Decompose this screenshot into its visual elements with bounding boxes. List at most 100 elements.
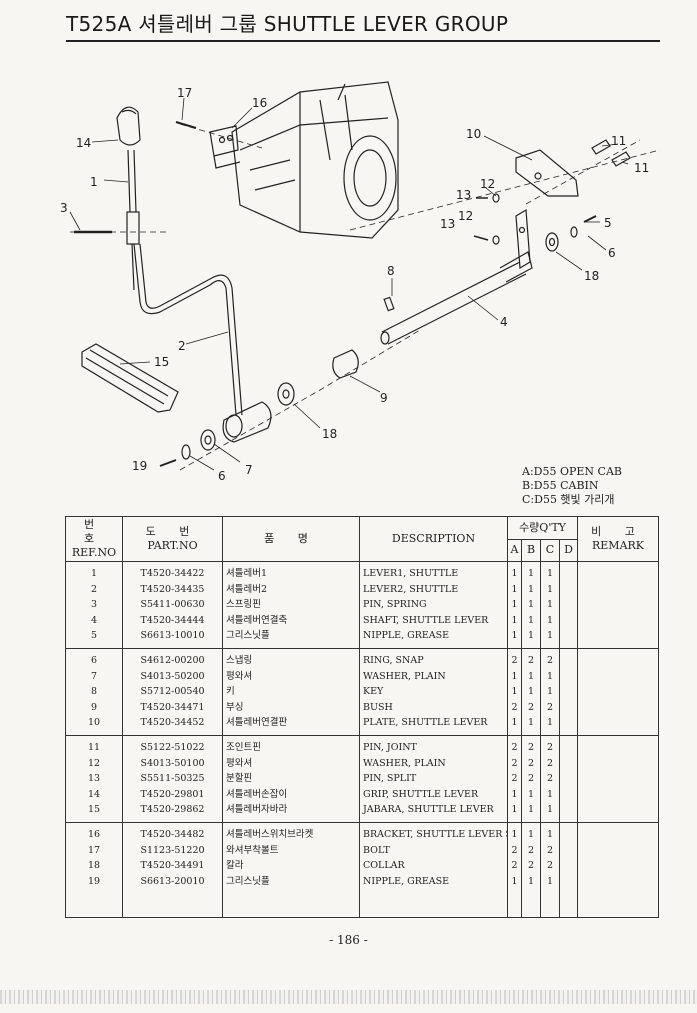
part-name-ko-cell: 스프링핀 [222, 597, 360, 613]
qty-b-cell: 1 [521, 684, 541, 700]
qty-c-cell: 1 [540, 715, 560, 736]
qty-c-cell: 2 [540, 771, 560, 787]
part-name-ko-cell: 평와셔 [222, 668, 360, 685]
qty-b-header: B [521, 538, 541, 562]
qty-header: 수량Q'TY [506, 516, 579, 540]
qty-b-cell: 1 [521, 802, 541, 823]
callout-label: 13 [456, 188, 471, 202]
remark-cell [577, 842, 660, 859]
callout-label: 6 [608, 246, 616, 260]
callout-label: 3 [60, 201, 68, 215]
qty-c-cell: 1 [540, 822, 560, 843]
description-cell: LEVER1, SHUTTLE [359, 561, 508, 582]
qty-d-cell [558, 668, 579, 685]
callout-label: 12 [458, 209, 473, 223]
part-no-cell: S4013-50200 [122, 668, 223, 685]
part-name-ko-cell: 셔틀레버1 [222, 561, 360, 582]
qty-a-cell: 2 [507, 699, 522, 716]
qty-d-cell [558, 684, 579, 700]
part-name-ko-cell: 칼라 [222, 858, 360, 874]
part-no-cell: T4520-29801 [122, 786, 223, 803]
qty-c-cell: 1 [540, 597, 560, 613]
qty-c-cell: 2 [540, 755, 560, 772]
part-no-cell: T4520-34491 [122, 858, 223, 874]
part-name-ko-cell: 셔틀레버연결축 [222, 612, 360, 629]
qty-a-cell: 1 [507, 612, 522, 629]
part-no-cell: S5511-50325 [122, 771, 223, 787]
qty-d-cell [558, 755, 579, 772]
lever-boot [81, 343, 179, 413]
callout-label: 9 [380, 391, 388, 405]
remark-cell [577, 786, 660, 803]
qty-d-cell [558, 561, 579, 582]
part-no-cell: S6613-10010 [122, 628, 223, 649]
qty-a-cell: 1 [507, 822, 522, 843]
part-no-cell: S5411-00630 [122, 597, 223, 613]
qty-d-cell [558, 802, 579, 823]
description-cell: WASHER, PLAIN [359, 755, 508, 772]
description-cell: RING, SNAP [359, 648, 508, 669]
qty-c-cell: 1 [540, 581, 560, 598]
callout-label: 8 [387, 264, 395, 278]
qty-b-cell: 2 [521, 842, 541, 859]
qty-a-cell: 1 [507, 628, 522, 649]
callout-label: 14 [76, 136, 91, 150]
qty-b-cell: 2 [521, 755, 541, 772]
part-no-cell: T4520-29862 [122, 802, 223, 823]
qty-a-cell: 2 [507, 648, 522, 669]
ref-no-cell: 10 [65, 715, 123, 736]
part-name-ko-cell: 셔틀레버자바라 [222, 802, 360, 823]
part-no-cell: T4520-34471 [122, 699, 223, 716]
qty-b-cell: 2 [521, 771, 541, 787]
ref-no-cell: 16 [65, 822, 123, 843]
callout-label: 6 [218, 469, 226, 483]
part-no-cell: S6613-20010 [122, 873, 223, 919]
qty-c-cell: 1 [540, 561, 560, 582]
remark-cell [577, 858, 660, 874]
remark-header: 비 고 REMARK [577, 516, 660, 562]
ref-no-cell: 1 [65, 561, 123, 582]
qty-d-cell [558, 786, 579, 803]
ref-no-cell: 5 [65, 628, 123, 649]
qty-a-cell: 2 [507, 842, 522, 859]
remark-cell [577, 561, 660, 582]
qty-a-cell: 2 [507, 755, 522, 772]
transmission-housing [231, 81, 399, 239]
description-cell: COLLAR [359, 858, 508, 874]
remark-cell [577, 755, 660, 772]
qty-b-cell: 1 [521, 628, 541, 649]
qty-a-cell: 1 [507, 684, 522, 700]
qty-b-cell: 2 [521, 648, 541, 669]
ref-no-cell: 12 [65, 755, 123, 772]
part-no-cell: T4520-34452 [122, 715, 223, 736]
description-cell: BOLT [359, 842, 508, 859]
part-name-ko-cell: 셔틀레버손잡이 [222, 786, 360, 803]
qty-c-cell: 1 [540, 786, 560, 803]
part-name-ko-cell: 그리스닛플 [222, 873, 360, 919]
ref-no-cell: 14 [65, 786, 123, 803]
qty-b-cell: 2 [521, 699, 541, 716]
part-name-ko-cell: 키 [222, 684, 360, 700]
part-no-cell: T4520-34435 [122, 581, 223, 598]
description-cell: BRACKET, SHUTTLE LEVER SWITCH [359, 822, 508, 843]
callout-label: 18 [322, 427, 337, 441]
qty-a-cell: 1 [507, 668, 522, 685]
qty-c-header: C [540, 538, 560, 562]
qty-d-cell [558, 581, 579, 598]
ref-no-cell: 19 [65, 873, 123, 919]
description-cell: WASHER, PLAIN [359, 668, 508, 685]
qty-d-cell [558, 628, 579, 649]
ref-no-cell: 15 [65, 802, 123, 823]
